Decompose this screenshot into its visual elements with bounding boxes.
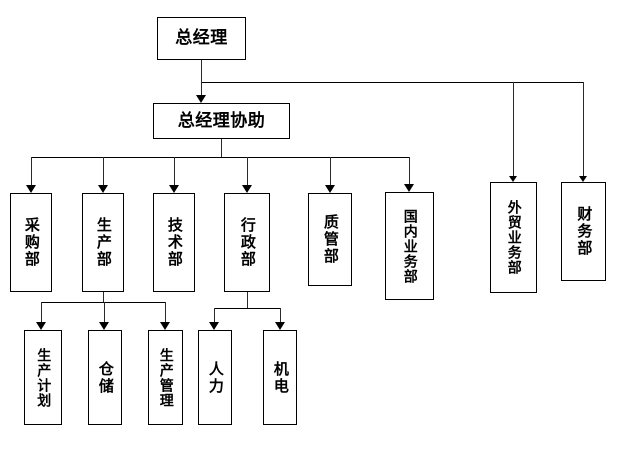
node-label-human-resources: 人力 [206, 360, 225, 395]
connector-production-bus [41, 302, 165, 303]
connector-gm-to-foreign-trade [513, 82, 514, 176]
connector-administration-bus [214, 308, 280, 309]
node-human-resources[interactable]: 人力 [198, 330, 232, 425]
node-label-finance: 财务部 [575, 206, 594, 257]
connector-assistant-stem [221, 139, 222, 157]
arrow-gm-to-finance [579, 176, 587, 182]
node-production-plan[interactable]: 生产计划 [24, 330, 62, 425]
connector-bus-to-production [103, 157, 104, 185]
node-foreign-trade[interactable]: 外贸业务部 [490, 182, 537, 293]
connector-gm-to-finance [583, 82, 584, 176]
node-label-foreign-trade: 外贸业务部 [505, 200, 522, 275]
node-quality[interactable]: 质管部 [308, 193, 352, 286]
node-label-production-mgmt: 生产管理 [157, 347, 174, 408]
arrow-to-production-mgmt [160, 322, 170, 330]
node-general-manager[interactable]: 总经理 [157, 17, 246, 60]
node-label-production: 生产部 [94, 217, 113, 268]
arrow-to-production [98, 185, 108, 193]
arrow-to-human-resources [209, 322, 219, 330]
node-purchasing[interactable]: 采购部 [10, 193, 52, 292]
node-label-domestic-business: 国内业务部 [401, 208, 418, 284]
node-administration[interactable]: 行政部 [224, 193, 270, 292]
connector-bus-to-domestic-business [409, 157, 410, 184]
arrow-to-quality [325, 185, 335, 193]
connector-bus-to-warehouse [104, 302, 105, 322]
arrow-to-technology [169, 185, 179, 193]
node-label-gm-assistant: 总经理协助 [177, 110, 266, 131]
connector-gm-to-assistant [201, 82, 202, 95]
connector-gm-right-bus [201, 82, 584, 83]
connector-production-stem [103, 292, 104, 302]
node-technology[interactable]: 技术部 [153, 193, 195, 292]
connector-level3-bus [31, 157, 409, 158]
arrow-gm-to-foreign-trade [509, 176, 517, 182]
connector-bus-to-technology [174, 157, 175, 185]
arrow-to-electromechanical [275, 322, 285, 330]
node-domestic-business[interactable]: 国内业务部 [385, 192, 434, 300]
connector-bus-to-production-mgmt [165, 302, 166, 322]
node-finance[interactable]: 财务部 [561, 182, 606, 281]
node-warehouse[interactable]: 仓储 [88, 330, 122, 425]
node-label-quality: 质管部 [321, 214, 340, 265]
connector-gm-stem [201, 60, 202, 82]
arrow-gm-to-assistant [196, 95, 206, 103]
node-label-purchasing: 采购部 [22, 217, 41, 268]
node-label-general-manager: 总经理 [175, 28, 228, 49]
connector-bus-to-electromechanical [280, 308, 281, 322]
connector-bus-to-administration [247, 157, 248, 185]
arrow-to-production-plan [36, 322, 46, 330]
node-gm-assistant[interactable]: 总经理协助 [153, 103, 290, 139]
connector-bus-to-quality [330, 157, 331, 185]
arrow-to-administration [242, 185, 252, 193]
connector-bus-to-purchasing [31, 157, 32, 185]
node-label-electromechanical: 机电 [271, 360, 290, 395]
node-electromechanical[interactable]: 机电 [263, 330, 297, 425]
arrow-to-purchasing [26, 185, 36, 193]
node-production-mgmt[interactable]: 生产管理 [148, 330, 183, 425]
node-label-administration: 行政部 [238, 217, 257, 268]
node-label-technology: 技术部 [165, 217, 184, 268]
connector-bus-to-human-resources [214, 308, 215, 322]
node-label-warehouse: 仓储 [96, 360, 115, 395]
arrow-to-warehouse [99, 322, 109, 330]
arrow-to-domestic-business [404, 184, 414, 192]
node-label-production-plan: 生产计划 [35, 347, 52, 408]
node-production[interactable]: 生产部 [82, 193, 124, 292]
connector-administration-stem [247, 292, 248, 308]
connector-bus-to-production-plan [41, 302, 42, 322]
